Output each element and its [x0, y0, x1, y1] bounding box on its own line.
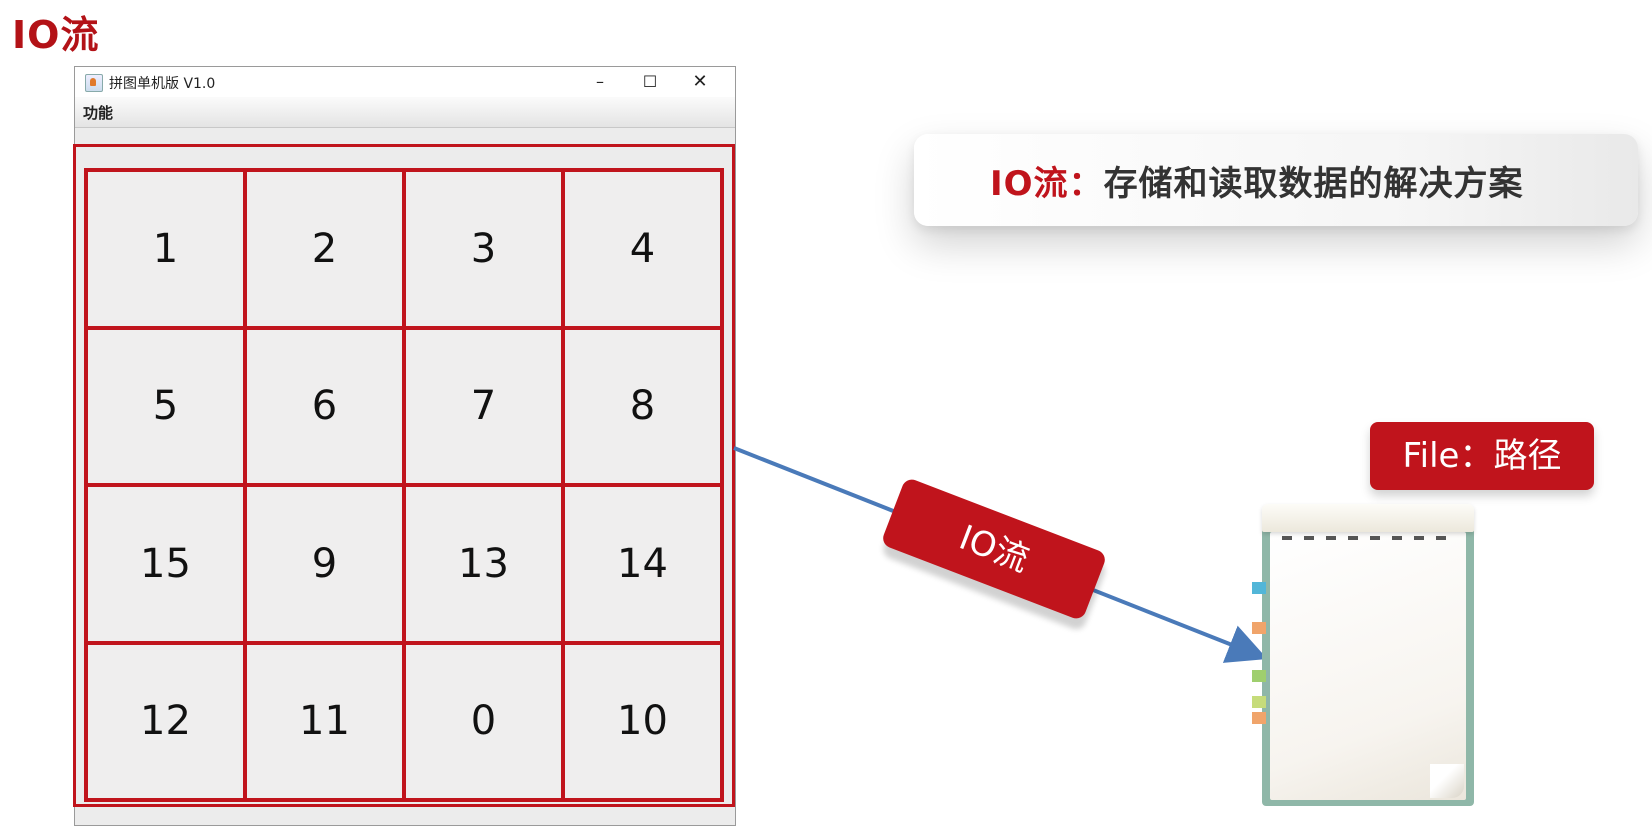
puzzle-tile[interactable]: 2	[245, 170, 404, 328]
puzzle-tile[interactable]: 8	[563, 327, 722, 485]
puzzle-tile[interactable]: 4	[563, 170, 722, 328]
puzzle-tile[interactable]: 9	[245, 485, 404, 643]
minimize-button[interactable]: –	[596, 72, 604, 91]
puzzle-tile[interactable]: 1	[86, 170, 245, 328]
definition-banner: IO流：存储和读取数据的解决方案	[914, 134, 1638, 226]
notepad-icon	[1252, 504, 1474, 806]
puzzle-highlight-frame	[73, 144, 735, 807]
notepad-tab	[1252, 696, 1266, 708]
page-curl	[1430, 764, 1464, 798]
puzzle-tile[interactable]: 10	[563, 642, 722, 800]
banner-description: 存储和读取数据的解决方案	[1103, 164, 1524, 204]
notepad-paper	[1270, 532, 1466, 800]
puzzle-tile[interactable]: 6	[245, 327, 404, 485]
banner-accent: IO流：	[990, 164, 1104, 204]
window-title: 拼图单机版 V1.0	[109, 76, 216, 92]
puzzle-tile[interactable]: 14	[563, 485, 722, 643]
puzzle-tile[interactable]: 0	[404, 642, 563, 800]
notepad-tab	[1252, 582, 1266, 594]
notepad-tab	[1252, 622, 1266, 634]
file-badge: File：路径	[1370, 422, 1594, 490]
notepad-tab	[1252, 712, 1266, 724]
menu-bar: 功能	[75, 97, 735, 128]
puzzle-tile[interactable]: 11	[245, 642, 404, 800]
menu-item-function[interactable]: 功能	[83, 104, 114, 122]
java-app-icon	[85, 74, 103, 92]
puzzle-tile[interactable]: 13	[404, 485, 563, 643]
page-title: IO流	[12, 13, 100, 57]
puzzle-tile[interactable]: 5	[86, 327, 245, 485]
notepad-tab	[1252, 670, 1266, 682]
notepad-holes	[1282, 536, 1458, 540]
puzzle-grid: 1 2 3 4 5 6 7 8 15 9 13 14 12 11 0 10	[84, 168, 724, 802]
maximize-button[interactable]: ☐	[642, 72, 658, 91]
puzzle-tile[interactable]: 3	[404, 170, 563, 328]
puzzle-tile[interactable]: 7	[404, 327, 563, 485]
notepad-binding	[1262, 504, 1474, 532]
window-titlebar[interactable]: 拼图单机版 V1.0 – ☐ ✕	[75, 67, 735, 97]
close-button[interactable]: ✕	[692, 71, 708, 92]
puzzle-tile[interactable]: 12	[86, 642, 245, 800]
banner-text: IO流：存储和读取数据的解决方案	[990, 156, 1524, 205]
puzzle-tile[interactable]: 15	[86, 485, 245, 643]
